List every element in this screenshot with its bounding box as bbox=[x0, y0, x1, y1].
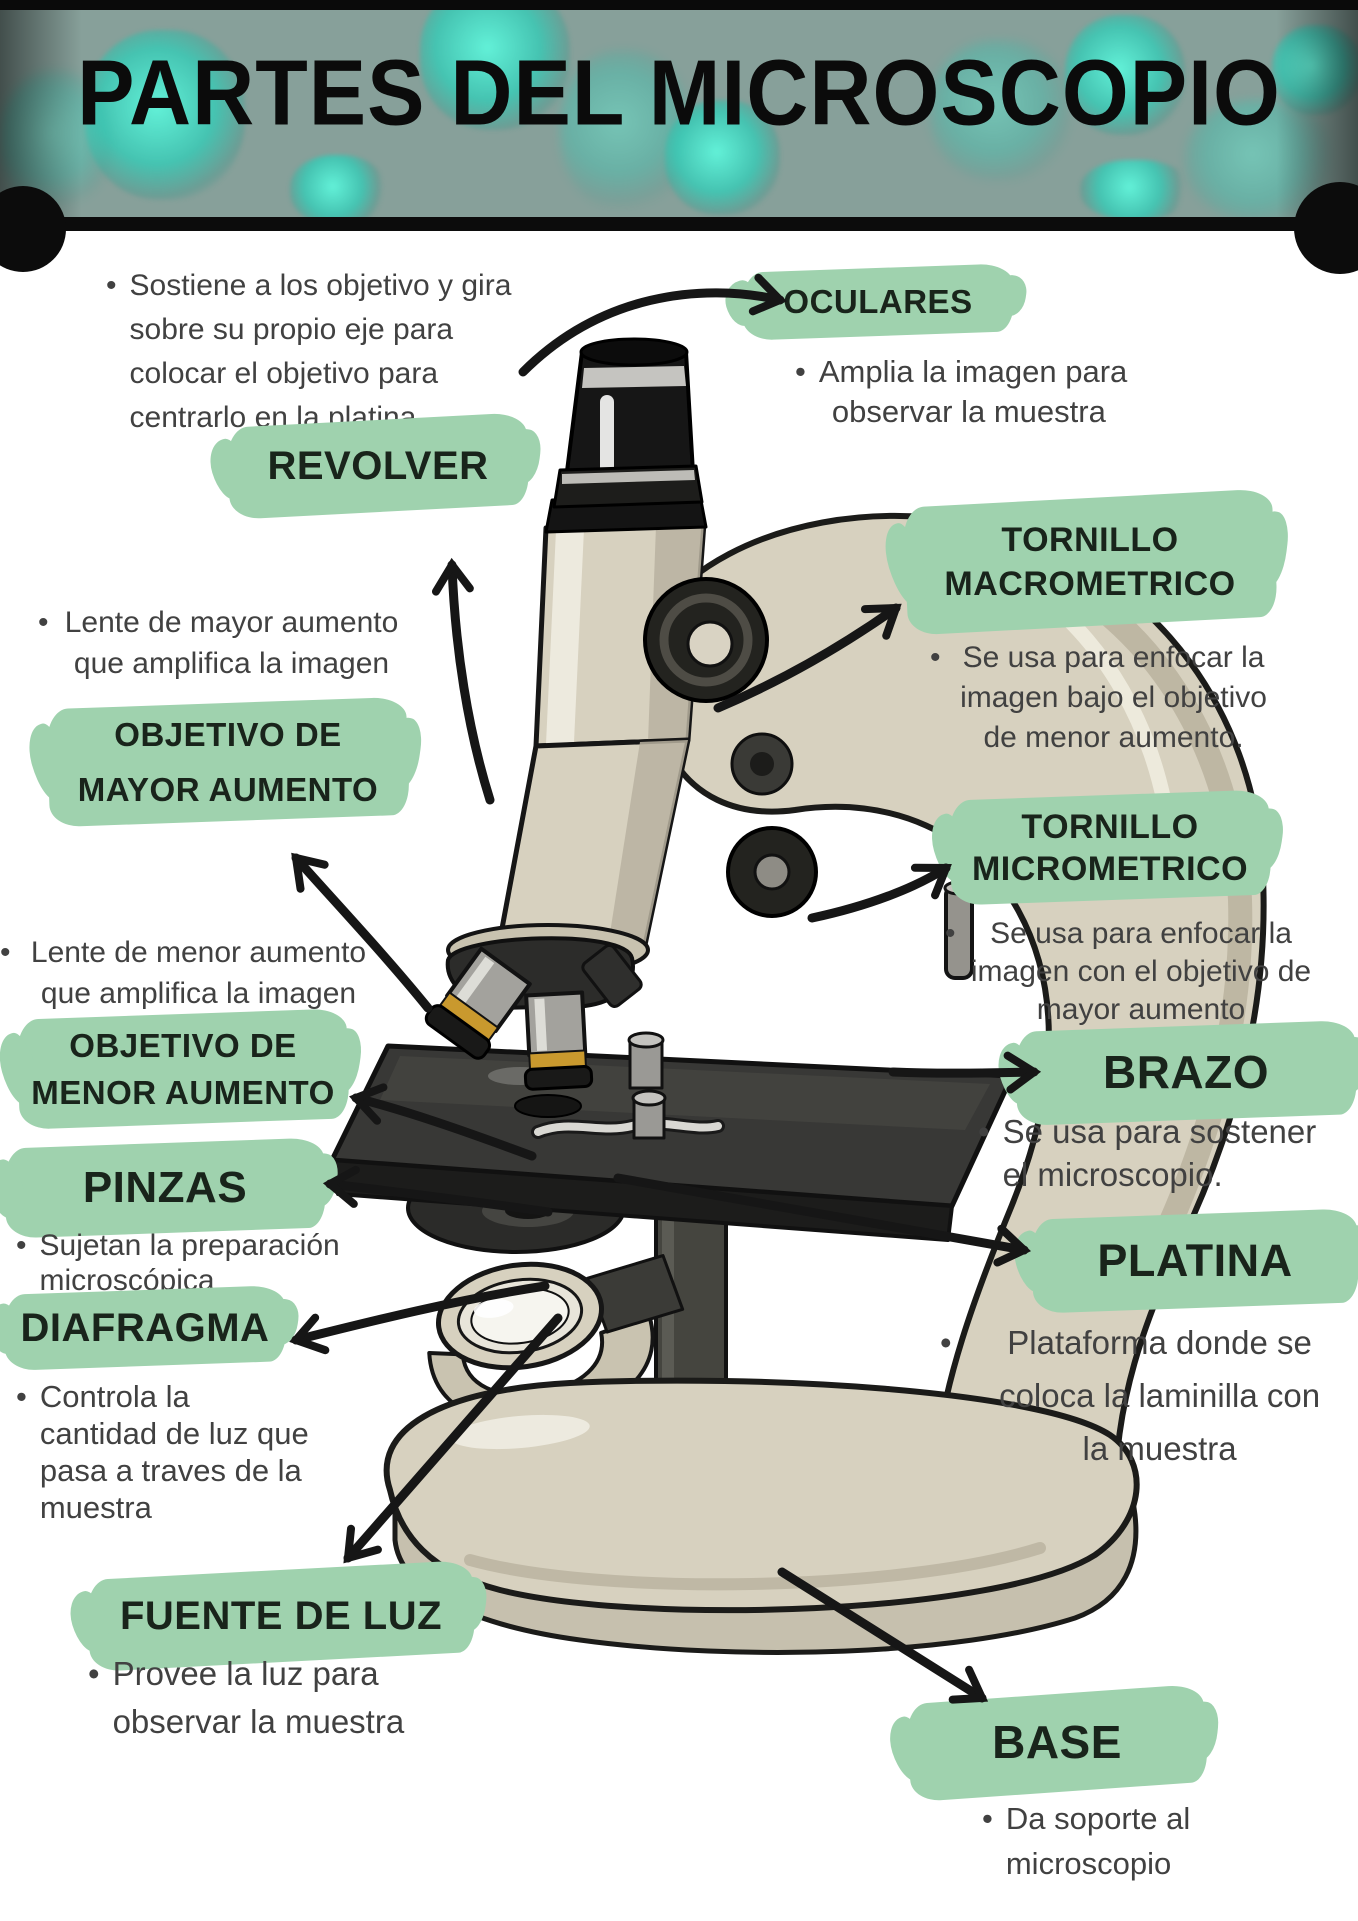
coarse-focus-knob bbox=[643, 577, 769, 703]
microscope-eyepiece bbox=[552, 337, 704, 509]
label-pinzas: PINZAS bbox=[3, 1137, 327, 1239]
label-base-text: BASE bbox=[992, 1716, 1122, 1769]
label-fuente-de-luz-text: FUENTE DE LUZ bbox=[119, 1594, 443, 1638]
bullet: • bbox=[978, 1113, 990, 1150]
bullet: • bbox=[106, 269, 117, 302]
label-diafragma-text: DIAFRAGMA bbox=[20, 1306, 270, 1350]
label-fuente-de-luz: FUENTE DE LUZ bbox=[85, 1559, 477, 1673]
fine-focus-knob bbox=[726, 826, 818, 918]
objective-high-power bbox=[523, 990, 594, 1091]
label-revolver-text: REVOLVER bbox=[267, 444, 489, 488]
objective-low-power bbox=[424, 946, 532, 1060]
microscope-body-tube bbox=[495, 493, 708, 953]
label-revolver: REVOLVER bbox=[225, 412, 531, 520]
bullet: • bbox=[795, 354, 806, 389]
bullet: • bbox=[16, 1379, 27, 1414]
label-base: BASE bbox=[904, 1683, 1210, 1803]
objective-stub bbox=[581, 943, 643, 1009]
label-pinzas-text: PINZAS bbox=[82, 1162, 248, 1212]
bullet: • bbox=[0, 936, 11, 969]
page-title: PARTES DEL MICROSCOPIO bbox=[77, 41, 1281, 145]
label-brazo-text: BRAZO bbox=[1102, 1046, 1270, 1099]
label-diafragma: DIAFRAGMA bbox=[2, 1285, 288, 1371]
header-banner: PARTES DEL MICROSCOPIO bbox=[0, 0, 1358, 227]
bullet: • bbox=[38, 606, 49, 639]
divider-dot-left bbox=[0, 186, 66, 272]
label-platina-text: PLATINA bbox=[1097, 1235, 1293, 1286]
label-platina: PLATINA bbox=[1030, 1208, 1358, 1314]
bullet: • bbox=[940, 1324, 952, 1361]
bullet: • bbox=[945, 917, 956, 950]
bullet: • bbox=[930, 641, 941, 674]
label-oculares-text: OCULARES bbox=[783, 283, 973, 321]
label-oculares: OCULARES bbox=[740, 263, 1016, 341]
header-divider-bar bbox=[0, 217, 1358, 231]
bullet: • bbox=[88, 1655, 100, 1692]
bullet: • bbox=[982, 1801, 993, 1836]
header-vignette bbox=[0, 10, 1358, 227]
label-brazo: BRAZO bbox=[1014, 1020, 1358, 1126]
bullet: • bbox=[16, 1229, 27, 1262]
